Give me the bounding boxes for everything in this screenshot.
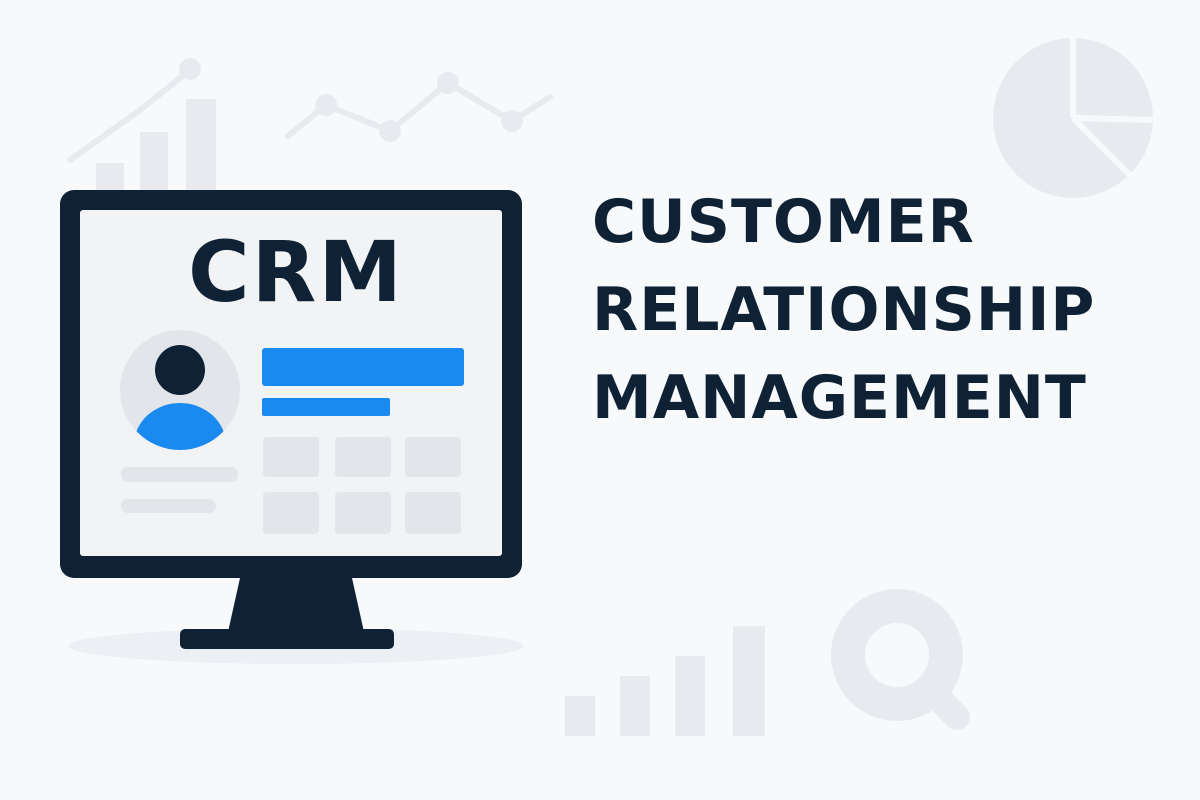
profile-detail-bar	[262, 398, 390, 416]
headline-line-2: RELATIONSHIP	[592, 275, 1096, 345]
headline-line-3: MANAGEMENT	[592, 363, 1087, 433]
bar-chart-icon	[565, 626, 765, 736]
magnifier-icon	[831, 589, 970, 730]
user-avatar-icon	[120, 330, 240, 450]
profile-name-bar	[262, 348, 464, 386]
monitor-base	[180, 629, 394, 649]
grid-tile	[405, 437, 461, 477]
bar-chart-trend-icon	[67, 58, 216, 203]
info-line	[121, 467, 238, 482]
grid-tile	[263, 437, 319, 477]
monitor-stand	[228, 578, 364, 632]
line-chart-icon	[285, 72, 553, 142]
headline-line-1: CUSTOMER	[592, 187, 975, 257]
grid-tile	[405, 492, 461, 534]
data-grid	[263, 437, 461, 534]
grid-tile	[335, 492, 391, 534]
screen-title: CRM	[188, 223, 404, 321]
grid-tile	[263, 492, 319, 534]
grid-tile	[335, 437, 391, 477]
info-line	[121, 499, 216, 513]
headline: CUSTOMER RELATIONSHIP MANAGEMENT	[592, 178, 1095, 442]
pie-chart-icon	[993, 38, 1154, 198]
